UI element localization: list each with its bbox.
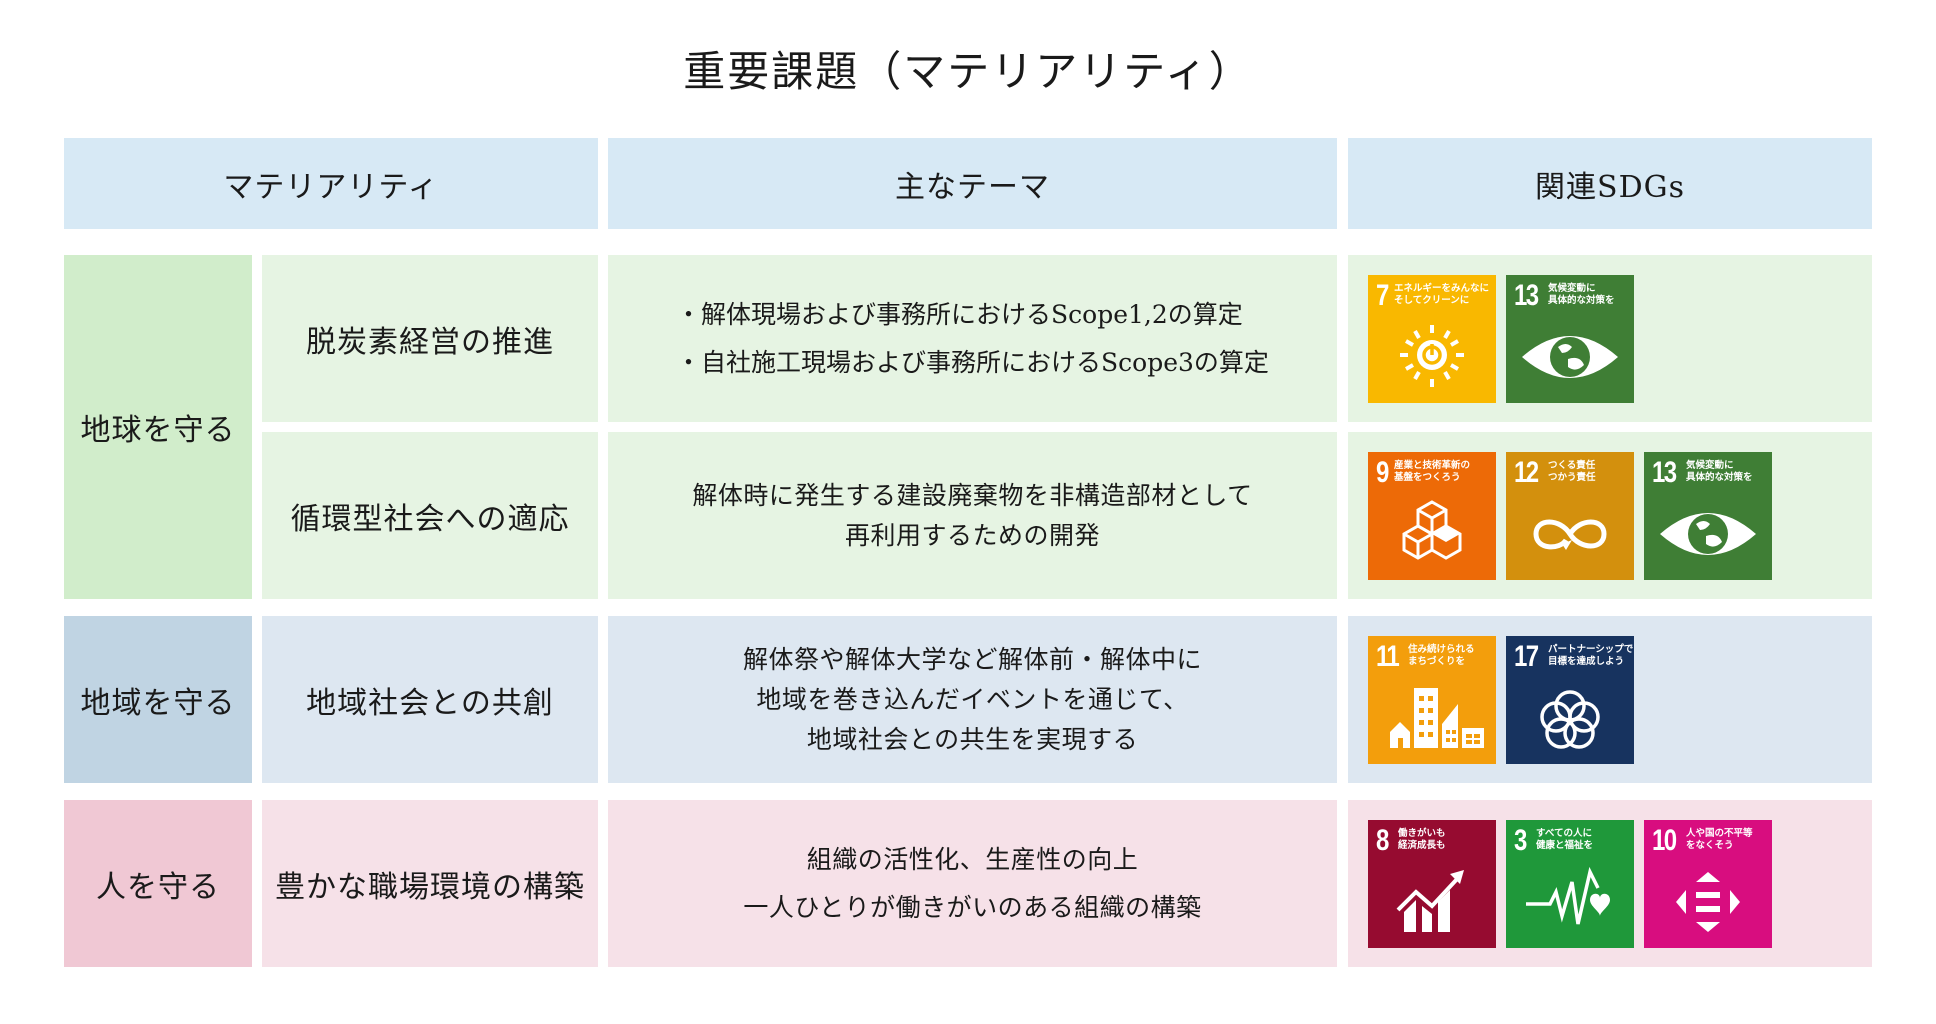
group-region-label: 地域を守る	[80, 685, 236, 721]
sdg-number: 12	[1514, 456, 1539, 489]
theme-community: 解体祭や解体大学など解体前・解体中に 地域を巻き込んだイベントを通じて、 地域社…	[608, 616, 1337, 783]
theme-line: 地域社会との共生を実現する	[806, 724, 1139, 754]
theme-decarbonization: ・解体現場および事務所におけるScope1,2の算定 ・自社施工現場および事務所…	[608, 255, 1337, 422]
infinity-icon	[1533, 519, 1607, 550]
sdg-caption: 住み続けられる まちづくりを	[1408, 644, 1475, 667]
sdg-8-tile: 8 働きがいも 経済成長も	[1368, 820, 1496, 948]
sdg-17-tile: 17 パートナーシップで 目標を達成しよう	[1506, 636, 1634, 764]
theme-circular-society: 解体時に発生する建設廃棄物を非構造部材として 再利用するための開発	[608, 432, 1337, 599]
sdgs-community: 11 住み続けられる まちづくりを 17 パートナーシップで 目標を達成し	[1348, 616, 1872, 783]
materiality-decarbonization: 脱炭素経営の推進	[262, 255, 598, 422]
materiality-label: 循環型社会への適応	[290, 501, 570, 537]
sdgs-decarbonization: 7 エネルギーをみんなに そしてクリーンに 13 気候変動に 具体的な対策を	[1348, 255, 1872, 422]
sdg-number: 13	[1652, 456, 1677, 489]
equality-arrows-icon	[1676, 872, 1740, 932]
header-themes-label: 主なテーマ	[895, 169, 1050, 205]
eye-globe-icon	[1660, 513, 1756, 555]
page-title: 重要課題（マテリアリティ）	[683, 47, 1253, 96]
sdg-caption: 産業と技術革新の 基盤をつくろう	[1394, 460, 1471, 483]
theme-line: 地域を巻き込んだイベントを通じて、	[756, 684, 1189, 714]
sdg-3-tile: 3 すべての人に 健康と福祉を	[1506, 820, 1634, 948]
materiality-label: 脱炭素経営の推進	[306, 324, 554, 360]
sdg-12-tile: 12 つくる責任 つかう責任	[1506, 452, 1634, 580]
header-sdgs-label: 関連SDGs	[1535, 169, 1685, 205]
theme-line: 組織の活性化、生産性の向上	[806, 844, 1139, 874]
materiality-workplace: 豊かな職場環境の構築	[262, 800, 598, 967]
sdg-9-tile: 9 産業と技術革新の 基盤をつくろう	[1368, 452, 1496, 580]
group-people: 人を守る	[64, 800, 252, 967]
sdg-number: 17	[1514, 640, 1539, 673]
sdgs-workplace: 8 働きがいも 経済成長も 3 すべての人に 健康と福祉を 10 人や国の不平等…	[1348, 800, 1872, 967]
theme-line: ・自社施工現場および事務所におけるScope3の算定	[676, 347, 1269, 377]
materiality-label: 豊かな職場環境の構築	[275, 869, 585, 905]
sdgs-circular-society: 9 産業と技術革新の 基盤をつくろう 12 つくる責任 つかう責任 13 気候変…	[1348, 432, 1872, 599]
sdg-number: 7	[1376, 279, 1389, 312]
cubes-icon	[1402, 500, 1462, 560]
theme-line: 解体時に発生する建設廃棄物を非構造部材として	[692, 480, 1253, 510]
sdg-number: 8	[1376, 824, 1389, 857]
city-icon	[1390, 688, 1484, 748]
theme-line: 解体祭や解体大学など解体前・解体中に	[742, 644, 1202, 674]
sdg-caption: 働きがいも 経済成長も	[1398, 828, 1446, 851]
eye-globe-icon	[1522, 336, 1618, 378]
header-materiality-label: マテリアリティ	[223, 169, 439, 205]
sdg-caption: 気候変動に 具体的な対策を	[1548, 283, 1615, 306]
header-sdgs: 関連SDGs	[1348, 138, 1872, 229]
sdg-caption: 人や国の不平等 をなくそう	[1686, 828, 1753, 851]
heartbeat-icon	[1526, 866, 1610, 925]
sdg-number: 13	[1514, 279, 1539, 312]
materiality-label: 地域社会との共創	[306, 685, 554, 721]
sdg-caption: エネルギーをみんなに そしてクリーンに	[1394, 283, 1490, 306]
sdg-caption: すべての人に 健康と福祉を	[1536, 828, 1594, 851]
sdg-caption: つくる責任 つかう責任	[1548, 460, 1596, 483]
header-themes: 主なテーマ	[608, 138, 1337, 229]
sdg-number: 9	[1376, 456, 1389, 489]
sdg-13-tile: 13 気候変動に 具体的な対策を	[1506, 275, 1634, 403]
header-materiality: マテリアリティ	[64, 138, 598, 229]
group-earth-label: 地球を守る	[80, 413, 236, 448]
growth-chart-icon	[1396, 870, 1464, 932]
sdg-caption: 気候変動に 具体的な対策を	[1686, 460, 1753, 483]
theme-workplace: 組織の活性化、生産性の向上 一人ひとりが働きがいのある組織の構築	[608, 800, 1337, 967]
sdg-number: 3	[1514, 824, 1527, 857]
sdg-13-tile: 13 気候変動に 具体的な対策を	[1644, 452, 1772, 580]
rings-icon	[1540, 690, 1600, 749]
sdg-10-tile: 10 人や国の不平等 をなくそう	[1644, 820, 1772, 948]
materiality-community: 地域社会との共創	[262, 616, 598, 783]
theme-line: 一人ひとりが働きがいのある組織の構築	[743, 892, 1202, 922]
group-people-label: 人を守る	[96, 869, 220, 905]
sun-power-icon	[1400, 325, 1464, 387]
group-region: 地域を守る	[64, 616, 252, 783]
sdg-11-tile: 11 住み続けられる まちづくりを	[1368, 636, 1496, 764]
sdg-7-tile: 7 エネルギーをみんなに そしてクリーンに	[1368, 275, 1496, 403]
sdg-number: 10	[1652, 824, 1677, 857]
theme-line: ・解体現場および事務所におけるScope1,2の算定	[676, 299, 1243, 329]
theme-line: 再利用するための開発	[844, 520, 1100, 550]
sdg-number: 11	[1376, 640, 1400, 673]
sdg-caption: パートナーシップで 目標を達成しよう	[1548, 644, 1634, 667]
group-earth: 地球を守る	[64, 255, 252, 599]
materiality-circular-society: 循環型社会への適応	[262, 432, 598, 599]
